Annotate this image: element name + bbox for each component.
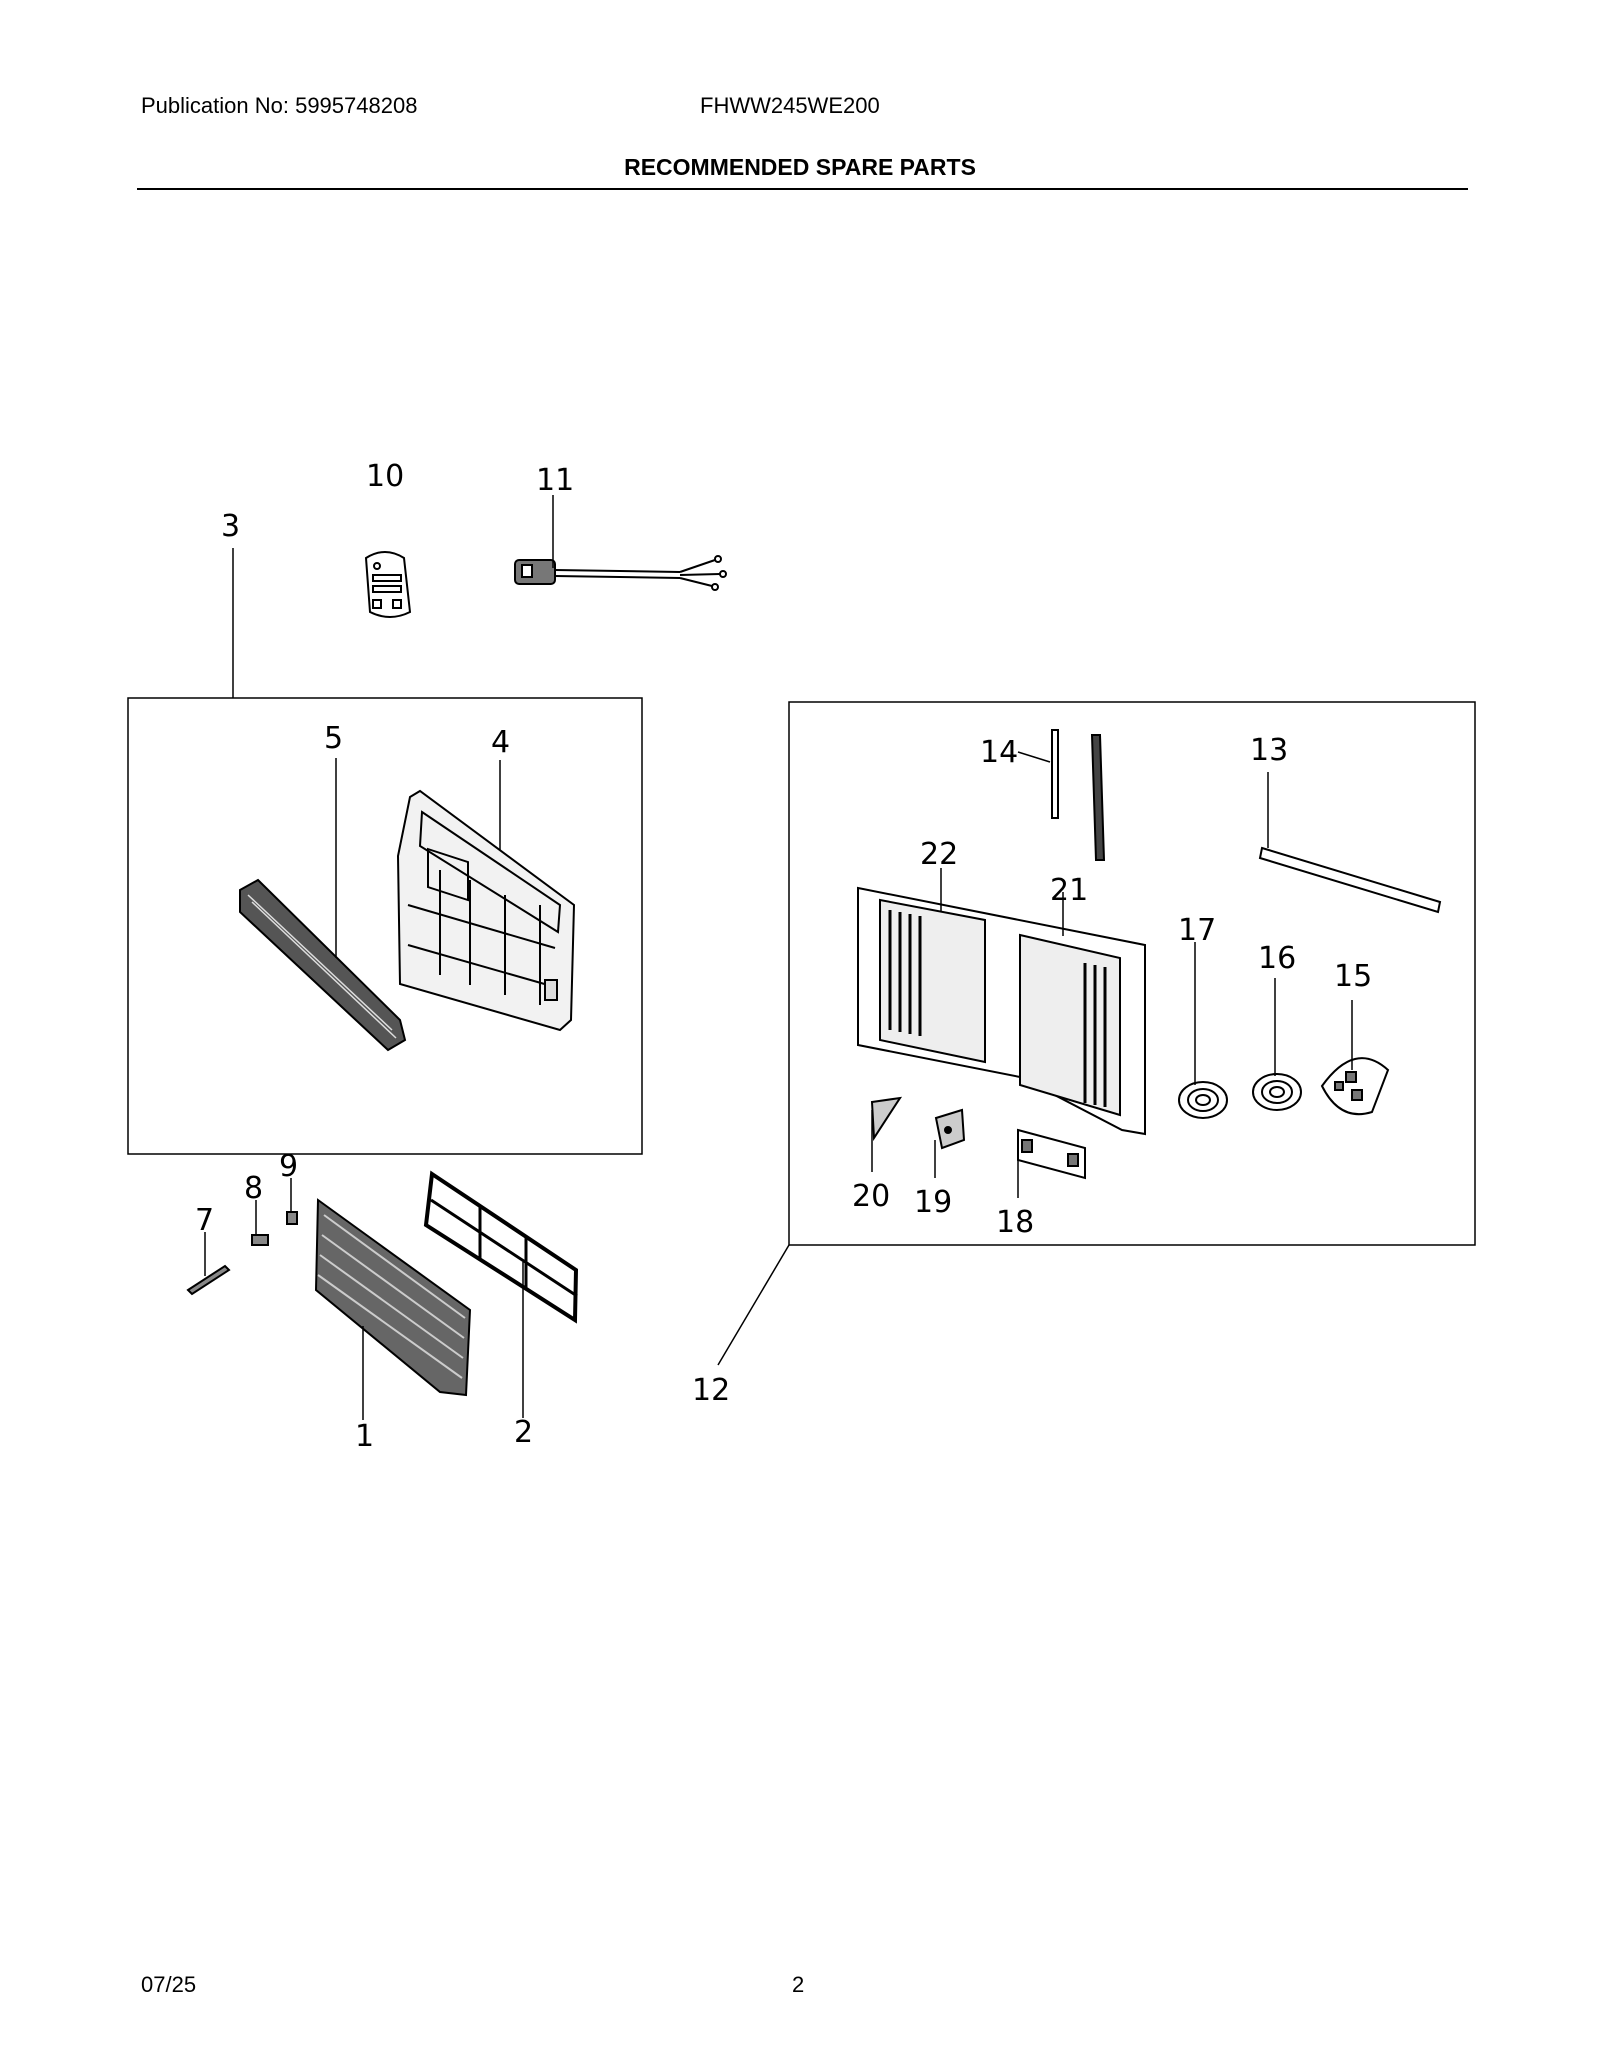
callout-13: 13	[1250, 733, 1288, 768]
callout-11: 11	[536, 463, 574, 498]
front-panel-assembly-box	[127, 697, 643, 1155]
callout-3: 3	[221, 509, 240, 544]
seal-strips-part-14	[1051, 729, 1106, 861]
callout-21: 21	[1050, 873, 1088, 908]
grille-part-1	[314, 1198, 472, 1397]
remote-control-part-10	[364, 551, 412, 618]
callout-12: 12	[692, 1373, 730, 1408]
callout-1: 1	[355, 1419, 374, 1454]
side-curtain-frame-parts-21-22	[857, 886, 1146, 1136]
installation-kit-box	[788, 701, 1476, 1246]
callout-20: 20	[852, 1179, 890, 1214]
model-number: FHWW245WE200	[700, 93, 880, 118]
leader-14	[1017, 751, 1051, 763]
leader-12	[717, 1244, 790, 1366]
callout-15: 15	[1334, 959, 1372, 994]
callout-19: 19	[914, 1185, 952, 1220]
callout-22: 22	[920, 837, 958, 872]
filter-part-2	[423, 1170, 579, 1324]
footer-date: 07/25	[141, 1972, 197, 1997]
top-rail-part-13	[1258, 846, 1442, 914]
bracket-part-20	[870, 1096, 903, 1142]
bracket-part-19	[934, 1108, 966, 1150]
callout-8: 8	[244, 1171, 263, 1206]
footer-page-number: 2	[792, 1972, 805, 1997]
callout-2: 2	[514, 1415, 533, 1450]
callout-17: 17	[1178, 913, 1216, 948]
callout-7: 7	[195, 1203, 214, 1238]
callout-14: 14	[980, 735, 1018, 770]
callout-5: 5	[324, 721, 343, 756]
hardware-part-15	[1320, 1057, 1390, 1116]
callout-9: 9	[279, 1149, 298, 1184]
callout-4: 4	[491, 725, 510, 760]
front-panel-part-4	[396, 789, 576, 1032]
callout-10: 10	[366, 459, 404, 494]
foam-seal-part-17	[1178, 1081, 1228, 1119]
callout-18: 18	[996, 1205, 1034, 1240]
small-parts-7-8-9	[186, 1211, 298, 1296]
sill-support-part-18	[1017, 1128, 1086, 1180]
louver-part-5	[239, 878, 407, 1052]
power-cord-part-11	[514, 555, 727, 591]
callout-16: 16	[1258, 941, 1296, 976]
header-rule	[137, 188, 1468, 190]
foam-seal-part-16	[1252, 1073, 1302, 1111]
page-title: RECOMMENDED SPARE PARTS	[624, 154, 976, 180]
publication-number: Publication No: 5995748208	[141, 93, 418, 118]
